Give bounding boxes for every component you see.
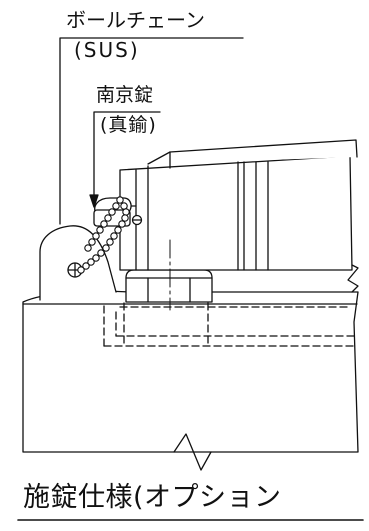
padlock-material-label: (真鍮) — [100, 114, 157, 136]
padlock-label: 南京錠 — [96, 84, 154, 106]
base-break-mark — [173, 433, 212, 471]
housing-top-cover — [147, 139, 358, 165]
housing-body — [119, 155, 353, 271]
drawing-title: 施錠仕様(オプション — [23, 482, 282, 513]
lock-leader-arrow — [89, 194, 99, 208]
lock-leader-line — [93, 111, 161, 206]
hex-nut — [125, 269, 213, 303]
chain-leader-line — [59, 37, 244, 225]
hidden-lines — [103, 302, 358, 347]
hasp-plate — [39, 225, 117, 301]
base-block — [22, 290, 359, 453]
ball-chain — [77, 196, 130, 274]
ball-chain-material-label: (SUS) — [74, 38, 140, 62]
housing-break-mark — [347, 264, 359, 293]
ball-chain-label: ボールチェーン — [66, 8, 205, 32]
